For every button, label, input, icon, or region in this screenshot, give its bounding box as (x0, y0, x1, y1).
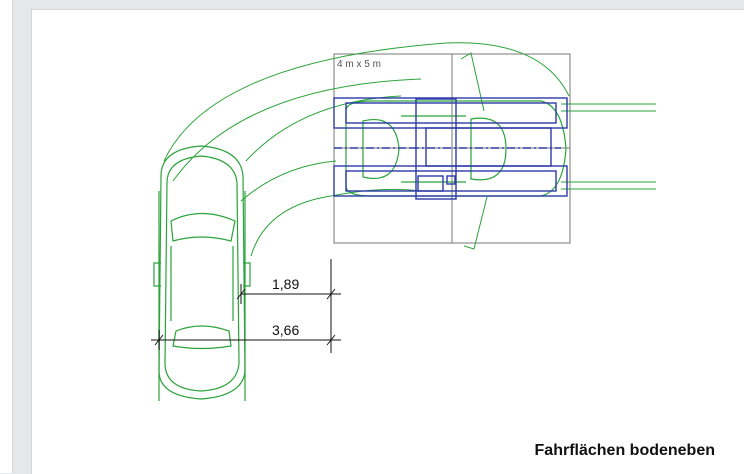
turntable-platform (333, 97, 568, 200)
left-sidebar-strip (0, 0, 13, 473)
drawing-panel: 4 m x 5 m (31, 9, 744, 474)
dimension-lines (151, 259, 341, 353)
turning-radius-drawing: 4 m x 5 m (151, 42, 656, 401)
drawing-caption: Fahrflächen bodeneben (534, 442, 715, 459)
car-outline (153, 145, 251, 401)
dimension-outer-label: 3,66 (272, 322, 299, 338)
dimension-inner-label: 1,89 (272, 276, 299, 292)
box-size-label: 4 m x 5 m (337, 59, 381, 70)
turning-arcs (163, 42, 656, 257)
car-on-platform (345, 100, 567, 197)
